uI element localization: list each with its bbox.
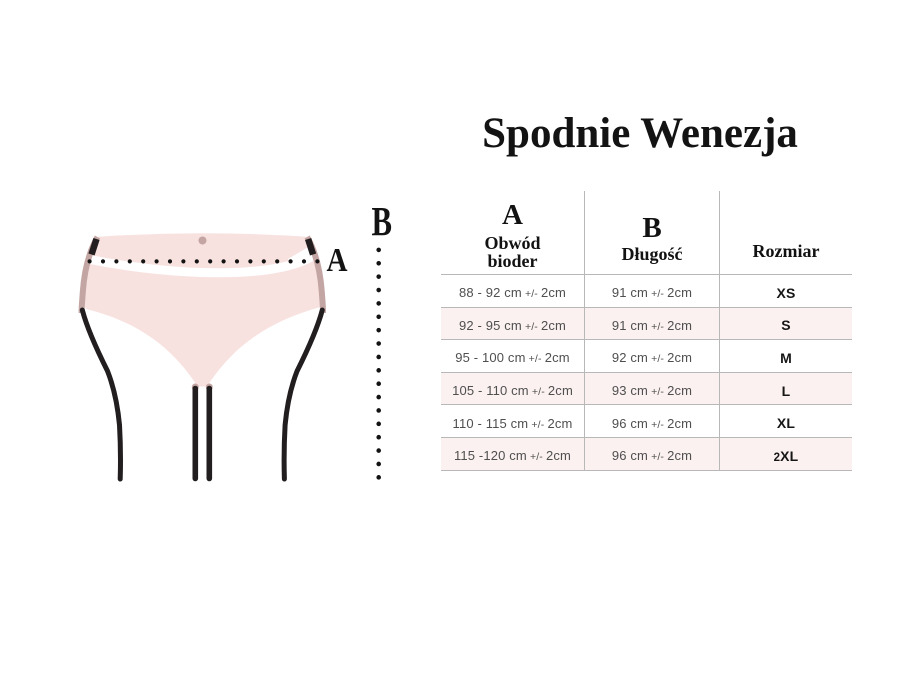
svg-text:B: B <box>372 198 393 244</box>
svg-text:A: A <box>327 242 348 279</box>
